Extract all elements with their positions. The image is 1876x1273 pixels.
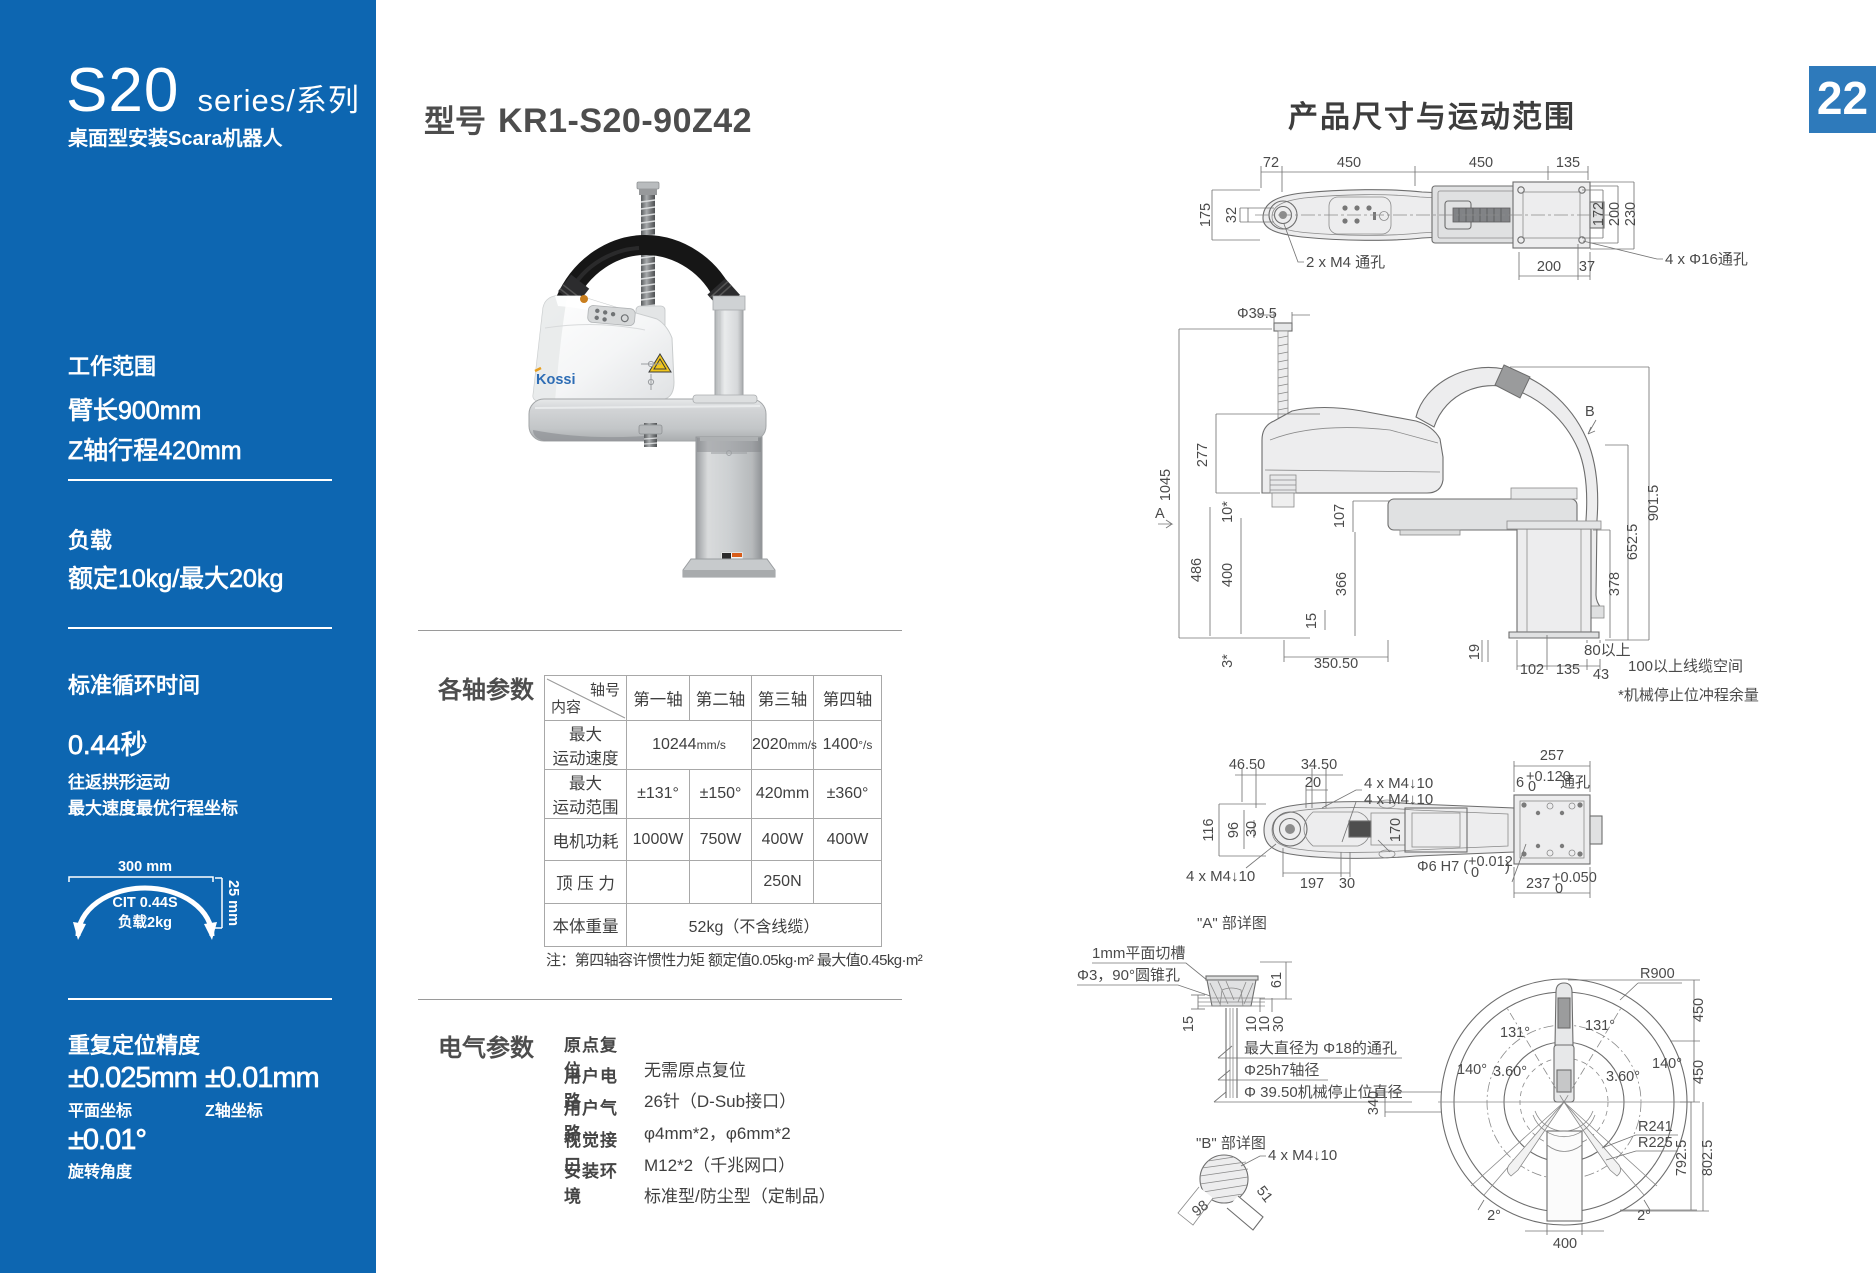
svg-text:197: 197 <box>1300 876 1324 892</box>
svg-text:901.5: 901.5 <box>1646 485 1662 521</box>
svg-text:"B" 部详图: "B" 部详图 <box>1196 1135 1266 1152</box>
svg-text:172: 172 <box>1591 202 1607 226</box>
svg-text:43: 43 <box>1593 667 1609 683</box>
svg-text:300 mm: 300 mm <box>118 859 172 875</box>
svg-text:20: 20 <box>1305 775 1321 791</box>
svg-text:Φ 39.50机械停止位直径: Φ 39.50机械停止位直径 <box>1244 1084 1403 1101</box>
svg-text:R225: R225 <box>1638 1135 1673 1151</box>
svg-text:Φ25h7轴径: Φ25h7轴径 <box>1244 1062 1319 1079</box>
svg-text:30: 30 <box>1271 1016 1287 1032</box>
svg-text:3.60°: 3.60° <box>1606 1069 1640 1085</box>
svg-text:400: 400 <box>1220 563 1236 587</box>
svg-text:R241: R241 <box>1638 1119 1673 1135</box>
svg-text:116: 116 <box>1201 818 1217 841</box>
svg-text:CIT 0.44S: CIT 0.44S <box>112 895 178 911</box>
svg-text:72: 72 <box>1263 155 1279 171</box>
svg-text:450: 450 <box>1337 155 1361 171</box>
svg-text:4 x M4↓10: 4 x M4↓10 <box>1364 775 1433 792</box>
svg-text:4 x Φ16通孔: 4 x Φ16通孔 <box>1665 251 1748 268</box>
svg-text:19: 19 <box>1467 644 1483 660</box>
svg-text:R900: R900 <box>1640 966 1675 982</box>
svg-text:230: 230 <box>1623 202 1639 226</box>
svg-text:140°: 140° <box>1457 1062 1487 1078</box>
svg-text:10: 10 <box>1244 1016 1260 1032</box>
svg-text:负载2kg: 负载2kg <box>118 913 172 931</box>
svg-text:257: 257 <box>1540 748 1564 764</box>
svg-text:6: 6 <box>1516 775 1524 791</box>
svg-text:135: 135 <box>1556 155 1580 171</box>
svg-text:10*: 10* <box>1220 501 1236 523</box>
svg-text:0: 0 <box>1471 865 1479 881</box>
svg-text:80以上: 80以上 <box>1584 642 1631 659</box>
svg-text:107: 107 <box>1332 504 1348 528</box>
svg-text:3*: 3* <box>1220 654 1236 668</box>
svg-text:135: 135 <box>1556 662 1580 678</box>
svg-text:4 x M4↓10: 4 x M4↓10 <box>1268 1147 1337 1164</box>
svg-text:486: 486 <box>1189 558 1205 582</box>
svg-text:10: 10 <box>1257 1016 1273 1032</box>
svg-text:61: 61 <box>1269 972 1285 988</box>
svg-text:175: 175 <box>1198 203 1214 227</box>
svg-text:802.5: 802.5 <box>1700 1140 1716 1176</box>
svg-text:277: 277 <box>1195 443 1211 467</box>
svg-text:170: 170 <box>1388 818 1404 842</box>
svg-text:51: 51 <box>1253 1183 1276 1206</box>
svg-text:2 x M4 通孔: 2 x M4 通孔 <box>1306 254 1385 271</box>
svg-text:3.60°: 3.60° <box>1493 1064 1527 1080</box>
svg-text:+0.050: +0.050 <box>1552 870 1597 886</box>
svg-text:通孔: 通孔 <box>1560 774 1590 791</box>
svg-text:A: A <box>1155 506 1165 522</box>
svg-text:): ) <box>1505 859 1510 875</box>
svg-text:B: B <box>1585 404 1595 420</box>
svg-text:34.50: 34.50 <box>1301 757 1337 773</box>
svg-text:131°: 131° <box>1500 1025 1530 1041</box>
svg-text:200: 200 <box>1607 202 1623 226</box>
svg-text:Φ6 H7 (: Φ6 H7 ( <box>1417 859 1468 875</box>
svg-text:96: 96 <box>1226 822 1242 838</box>
svg-text:30: 30 <box>1244 821 1260 837</box>
svg-text:Kossi: Kossi <box>536 372 576 388</box>
svg-text:15: 15 <box>1181 1016 1197 1032</box>
svg-text:652.5: 652.5 <box>1625 524 1641 560</box>
svg-text:32: 32 <box>1224 207 1240 223</box>
svg-text:最大直径为 Φ18的通孔: 最大直径为 Φ18的通孔 <box>1244 1040 1397 1057</box>
svg-text:378: 378 <box>1607 572 1623 596</box>
svg-text:100以上线缆空间: 100以上线缆空间 <box>1628 658 1743 675</box>
svg-text:102: 102 <box>1520 662 1544 678</box>
svg-text:Φ39.5: Φ39.5 <box>1237 306 1277 322</box>
svg-text:0: 0 <box>1528 779 1536 795</box>
svg-text:46.50: 46.50 <box>1229 757 1265 773</box>
svg-text:140°: 140° <box>1652 1056 1682 1072</box>
svg-text:450: 450 <box>1469 155 1493 171</box>
svg-text:4 x M4↓10: 4 x M4↓10 <box>1186 868 1255 885</box>
svg-text:*机械停止位冲程余量: *机械停止位冲程余量 <box>1618 686 1759 704</box>
svg-text:450: 450 <box>1691 998 1707 1022</box>
svg-text:2°: 2° <box>1637 1208 1651 1224</box>
svg-text:98: 98 <box>1189 1198 1212 1221</box>
svg-text:4 x M4↓10: 4 x M4↓10 <box>1364 791 1433 808</box>
svg-text:237: 237 <box>1526 876 1550 892</box>
svg-text:0: 0 <box>1555 881 1563 897</box>
svg-text:2°: 2° <box>1487 1208 1501 1224</box>
svg-text:30: 30 <box>1339 876 1355 892</box>
svg-text:37: 37 <box>1579 259 1595 275</box>
svg-text:1mm平面切槽: 1mm平面切槽 <box>1092 945 1185 962</box>
svg-text:+0.012: +0.012 <box>1468 854 1513 870</box>
svg-text:350.50: 350.50 <box>1314 656 1358 672</box>
svg-text:400: 400 <box>1553 1236 1577 1252</box>
svg-text:131°: 131° <box>1585 1018 1615 1034</box>
svg-text:1045: 1045 <box>1158 469 1174 501</box>
svg-text:792.5: 792.5 <box>1674 1140 1690 1176</box>
svg-text:25 mm: 25 mm <box>225 880 241 926</box>
svg-text:15: 15 <box>1304 613 1320 629</box>
svg-text:+0.120: +0.120 <box>1526 769 1571 785</box>
svg-text:"A" 部详图: "A" 部详图 <box>1197 915 1267 932</box>
svg-text:200: 200 <box>1537 259 1561 275</box>
svg-text:Φ3，90°圆锥孔: Φ3，90°圆锥孔 <box>1077 967 1180 984</box>
svg-text:450: 450 <box>1691 1060 1707 1084</box>
svg-text:366: 366 <box>1334 572 1350 596</box>
svg-text:340: 340 <box>1366 1091 1382 1115</box>
